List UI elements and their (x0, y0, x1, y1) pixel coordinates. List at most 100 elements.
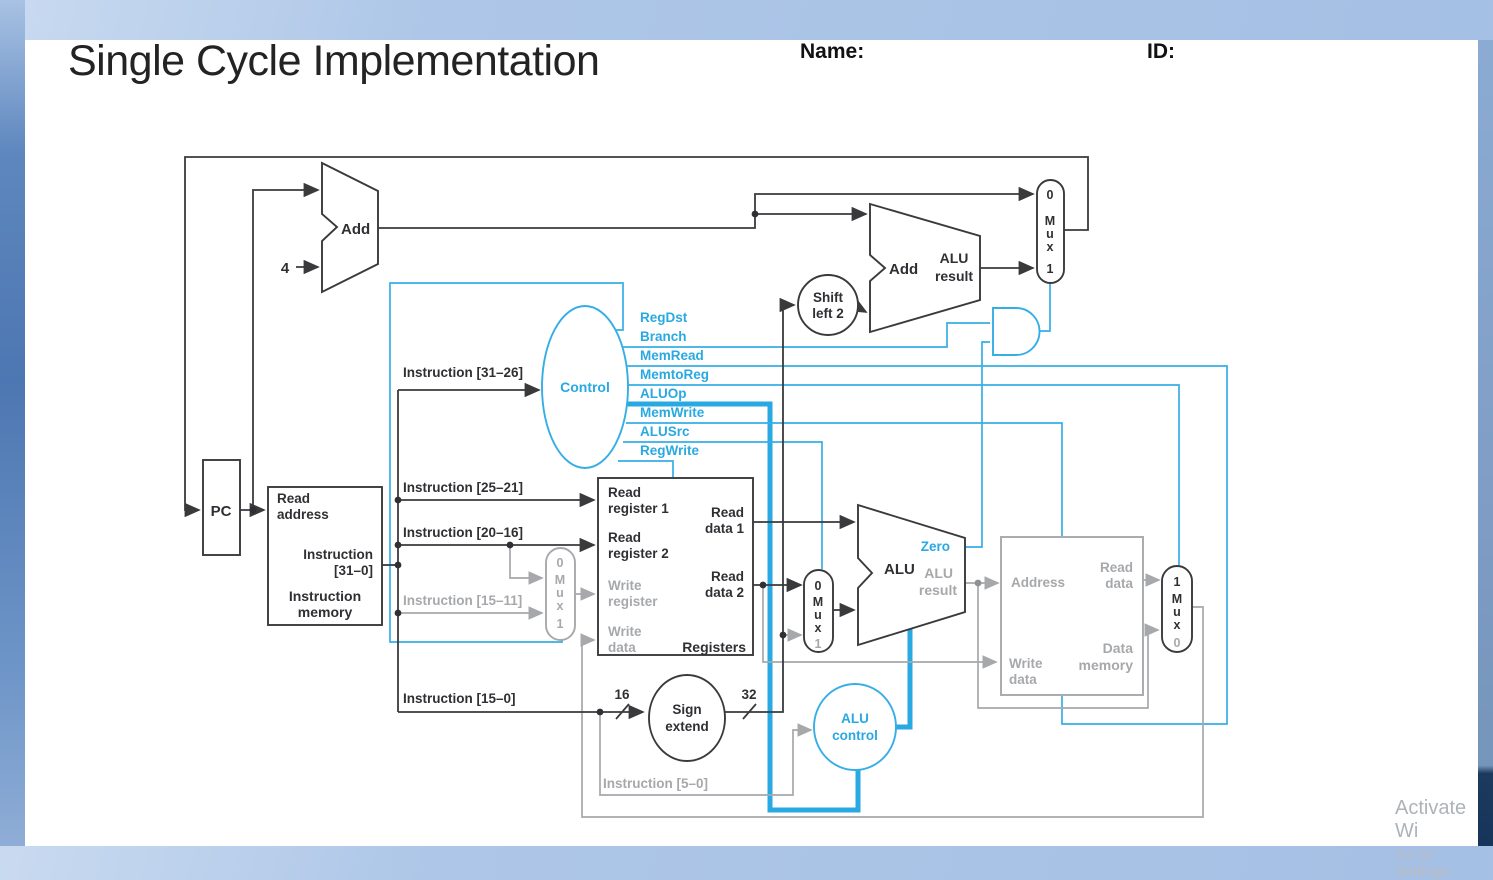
pc-out-wire (240, 182, 320, 518)
write-reg-label-2: register (608, 594, 658, 609)
memtoreg-mux-m: M (1172, 592, 1182, 606)
regdst-mux-x: x (557, 599, 564, 613)
write-data-label-2: data (608, 640, 636, 655)
alusrc-mux: 0 M u x 1 (803, 569, 834, 653)
add-branch-result-1: ALU (940, 250, 969, 266)
regdst-mux: 0 M u x 1 (545, 547, 576, 641)
alusrc-wire (623, 441, 823, 569)
branch-wire (621, 322, 990, 348)
alusrc-mux-0: 0 (815, 579, 822, 593)
memtoreg-mux-0: 0 (1174, 636, 1181, 650)
bits32-label: 32 (741, 687, 756, 702)
sign-extend-label-1: Sign (672, 702, 701, 717)
data-memory-unit: Address Read data Write data Data memory (1000, 536, 1144, 696)
slide-title: Single Cycle Implementation (68, 37, 600, 85)
alu-result-to-mux-wire (977, 583, 1160, 709)
add-branch-result-2: result (935, 268, 973, 284)
memwrite-label: MemWrite (640, 405, 705, 420)
instr-20-16-branch-wire (509, 545, 544, 585)
regwrite-wire (618, 460, 674, 479)
alu-unit: ALU Zero ALU result (857, 503, 966, 647)
and-output-wire (1040, 284, 1051, 332)
slide-canvas: Single Cycle Implementation Name: ID: (25, 37, 1478, 880)
instr-25-21-label: Instruction [25–21] (403, 480, 523, 495)
regwrite-label: RegWrite (640, 443, 700, 458)
branch-label: Branch (640, 329, 687, 344)
control-label: Control (560, 379, 610, 395)
alusrc-mux-1: 1 (815, 637, 822, 651)
alu-control-output-wire (895, 626, 913, 730)
memwrite-wire (626, 422, 1063, 538)
alusrc-label: ALUSrc (640, 424, 690, 439)
alu-control-label-2: control (832, 728, 878, 743)
imem-range-label: [31–0] (334, 563, 373, 578)
alu-result-label-1: ALU (924, 565, 953, 581)
imem-address-label: address (277, 507, 329, 522)
regdst-wire (389, 282, 624, 643)
dmem-readdata-label-2: data (1105, 576, 1133, 591)
mem-writedata-wire (762, 585, 998, 669)
alu-result-label-2: result (919, 582, 957, 598)
datapath-diagram: PC Read address Instruction [31–0] Instr… (184, 156, 1228, 818)
dmem-title-1: Data (1103, 640, 1134, 656)
instr-15-11-label: Instruction [15–11] (403, 593, 522, 608)
alu-control-label-1: ALU (841, 711, 869, 726)
add-branch-label: Add (889, 261, 918, 278)
memtoreg-mux-u: u (1173, 605, 1181, 619)
pcsrc-mux-x: x (1047, 240, 1054, 254)
add-branch: Add ALU result (869, 202, 981, 334)
shift-left-2: Shift left 2 (797, 274, 859, 336)
junction-dots (249, 210, 982, 716)
add-pc4: Add 4 (281, 161, 379, 294)
memtoreg-label: MemtoReg (640, 367, 709, 382)
signext-out-wire (724, 297, 796, 713)
bit-width-slashes (615, 703, 757, 720)
alu-control-unit: ALU control (813, 683, 897, 771)
regdst-mux-m: M (555, 573, 565, 587)
sign-extend-label-2: extend (665, 719, 709, 734)
pc-label: PC (211, 503, 232, 520)
memread-label: MemRead (640, 348, 704, 363)
dmem-writedata-label-2: data (1009, 672, 1037, 687)
pc-register: PC (202, 459, 241, 556)
sign-extend-unit: Sign extend 16 32 (614, 674, 757, 762)
alusrc-mux-u: u (814, 608, 822, 622)
memtoreg-mux-1: 1 (1174, 575, 1181, 589)
control-unit: Control (541, 305, 629, 469)
read-data1-label-1: Read (711, 505, 744, 520)
registers-unit: Read register 1 Read register 2 Write re… (597, 477, 754, 656)
pc-feedback-wire (184, 156, 1089, 518)
control-signal-labels: RegDst Branch MemRead MemtoReg ALUOp Mem… (640, 310, 709, 458)
activate-windows-line1: Activate Wi (1395, 797, 1467, 842)
registers-title: Registers (682, 639, 746, 655)
read-reg2-label-1: Read (608, 530, 641, 545)
dmem-writedata-label-1: Write (1009, 656, 1043, 671)
window-right-frame (1478, 40, 1493, 846)
read-reg1-label-1: Read (608, 485, 641, 500)
alu-zero-label: Zero (921, 539, 950, 554)
instruction-field-labels: Instruction [31–26] Instruction [25–21] … (403, 365, 708, 791)
memtoreg-mux: 1 M u x 0 (1161, 565, 1193, 653)
instr-15-0-label: Instruction [15–0] (403, 691, 516, 706)
read-data2-label-2: data 2 (705, 585, 744, 600)
memtoreg-mux-x: x (1174, 618, 1181, 632)
aluop-wire (627, 401, 861, 813)
memtoreg-wire (628, 384, 1180, 565)
read-reg2-label-2: register 2 (608, 546, 669, 561)
instruction-memory: Read address Instruction [31–0] Instruct… (267, 486, 383, 626)
id-label: ID: (1147, 40, 1175, 63)
name-label: Name: (800, 40, 865, 63)
instr-5-0-label: Instruction [5–0] (603, 776, 708, 791)
pcsrc-mux: 0 M u x 1 (1036, 179, 1065, 284)
read-data1-label-2: data 1 (705, 521, 745, 536)
regdst-label: RegDst (640, 310, 688, 325)
dmem-readdata-label-1: Read (1100, 560, 1133, 575)
imem-read-label: Read (277, 491, 310, 506)
add-pc4-label: Add (341, 221, 370, 238)
regdst-mux-u: u (556, 586, 564, 600)
memread-wire (626, 365, 1228, 725)
bits16-label: 16 (614, 687, 630, 702)
write-data-label-1: Write (608, 624, 642, 639)
pcsrc-mux-m: M (1045, 214, 1055, 228)
const4-label: 4 (281, 260, 290, 277)
